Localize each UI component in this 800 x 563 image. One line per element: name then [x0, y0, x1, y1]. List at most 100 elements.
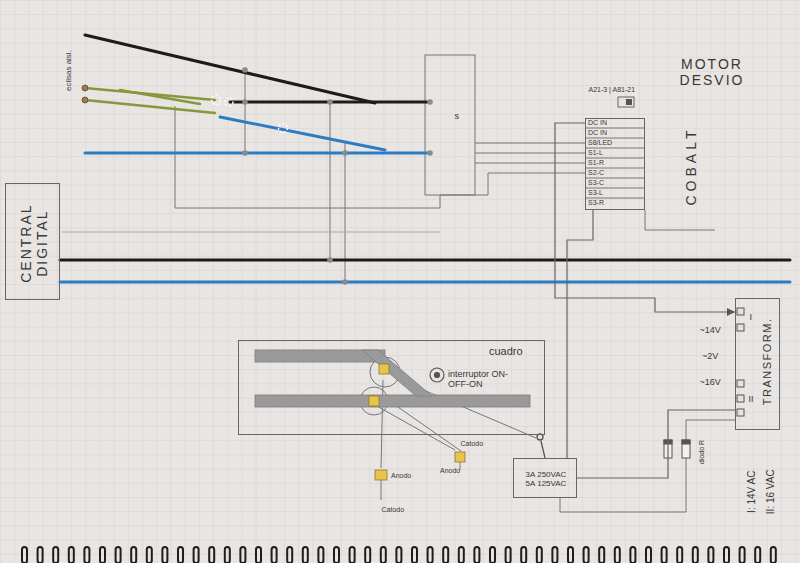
control-station-box: CENTRAL DIGITAL	[5, 183, 60, 300]
note-text: eclisas aisl.	[63, 50, 72, 91]
spiral-ring	[615, 547, 620, 563]
wire-connector	[577, 410, 735, 478]
spiral-ring	[506, 547, 511, 563]
pin-name: S1-R	[588, 159, 604, 167]
panel-title: cuadro	[489, 345, 523, 358]
transformer-terminal	[737, 308, 744, 315]
pencil-wire	[585, 128, 645, 198]
panel-led	[379, 364, 389, 374]
voltage-label: ~2V	[702, 351, 718, 361]
wire-joint	[242, 150, 248, 156]
spiral-ring	[646, 547, 651, 563]
winding-label: I	[750, 312, 753, 322]
spiral-ring	[677, 547, 682, 563]
spiral-ring	[443, 547, 448, 563]
wire-joint	[242, 67, 433, 285]
slider-switch-symbol	[626, 99, 632, 105]
pencil-wire	[440, 173, 585, 195]
heading-text: MOTOR DESVIO	[667, 56, 757, 88]
toggle-switch-box: 3A 250VAC 5A 125VAC	[513, 458, 577, 498]
spiral-ring	[459, 547, 464, 563]
spiral-ring	[771, 547, 776, 563]
panel-switch-symbol	[430, 368, 444, 382]
spiral-ring	[131, 547, 136, 563]
spiral-ring	[334, 547, 339, 563]
led-pin-label: Catodo	[461, 440, 484, 448]
transformer-terminal	[737, 380, 744, 387]
pin-name: S1-L	[588, 149, 603, 157]
panel-track	[362, 350, 432, 396]
diode-symbol	[682, 440, 690, 444]
model-number: A21-3 | A81-21	[589, 86, 636, 94]
rail-black	[85, 35, 375, 103]
pencil-wire	[425, 55, 475, 195]
winding-label: II	[749, 394, 754, 404]
panel-led	[369, 364, 389, 406]
rail-blue	[60, 281, 790, 284]
spiral-ring	[272, 547, 277, 563]
pencil-wire	[330, 103, 331, 260]
spiral-ring	[53, 547, 58, 563]
transformer-box: TRANSFORM.	[735, 298, 780, 430]
pin-name: DC IN	[588, 119, 607, 127]
toggle-lever	[537, 434, 545, 458]
spiral-ring	[662, 547, 667, 563]
pin-name: S3-L	[588, 189, 603, 197]
wire-joint	[427, 150, 433, 156]
spiral-ring	[584, 547, 589, 563]
pencil-wire	[175, 106, 440, 208]
mark-letter: s	[455, 111, 460, 121]
wire-joint	[327, 99, 333, 105]
transformer-terminal	[737, 409, 744, 416]
panel-box: cuadro interruptor ON-OFF-ON	[238, 340, 545, 435]
rail-black	[60, 35, 790, 260]
spiral-ring	[552, 547, 557, 563]
spiral-ring	[599, 547, 604, 563]
switch-rating: 3A 250VAC 5A 125VAC	[521, 470, 571, 488]
pin-name: S3-C	[588, 179, 604, 187]
spiral-ring	[350, 547, 355, 563]
toggle-lever	[541, 441, 545, 458]
led-symbol	[375, 452, 465, 480]
spiral-ring	[693, 547, 698, 563]
spiral-ring	[287, 547, 292, 563]
spec-note: I: 14V AC	[746, 471, 758, 513]
led-symbol	[455, 452, 465, 462]
spiral-ring	[69, 547, 74, 563]
led-pin-label: Anodo	[440, 467, 460, 475]
pencil-wire	[245, 70, 246, 153]
led-pin-label: Anodo	[391, 472, 411, 480]
rail-green	[120, 90, 200, 104]
pencil-wire	[645, 210, 715, 230]
feeder-point	[82, 97, 88, 103]
spiral-ring	[116, 547, 121, 563]
spiral-ring	[318, 547, 323, 563]
rail-blue	[85, 152, 430, 155]
voltage-label: ~16V	[700, 377, 721, 387]
spiral-ring	[724, 547, 729, 563]
spiral-ring	[740, 547, 745, 563]
spiral-ring	[708, 547, 713, 563]
pencil-wire	[381, 380, 383, 468]
switch-note: interruptor ON-OFF-ON	[448, 369, 528, 390]
spiral-ring	[22, 547, 27, 563]
spiral-ring	[521, 547, 526, 563]
spiral-ring	[100, 547, 105, 563]
spiral-ring	[630, 547, 635, 563]
panel-switch-symbol	[430, 368, 444, 382]
spiral-ring	[225, 547, 230, 563]
spiral-ring	[209, 547, 214, 563]
pencil-wire	[62, 232, 440, 233]
voltage-label: ~14V	[700, 325, 721, 335]
spiral-ring	[240, 547, 245, 563]
pin-name: S8/LED	[588, 139, 612, 147]
spiral-ring	[537, 547, 542, 563]
transformer-terminal	[737, 308, 744, 416]
spiral-ring	[38, 547, 43, 563]
station-name: CENTRAL DIGITAL	[17, 189, 49, 297]
slider-switch-symbol	[618, 97, 634, 107]
insulating-gap	[225, 98, 233, 106]
wire-joint	[242, 67, 248, 73]
wire-connector	[555, 123, 735, 312]
spiral-ring	[568, 547, 573, 563]
